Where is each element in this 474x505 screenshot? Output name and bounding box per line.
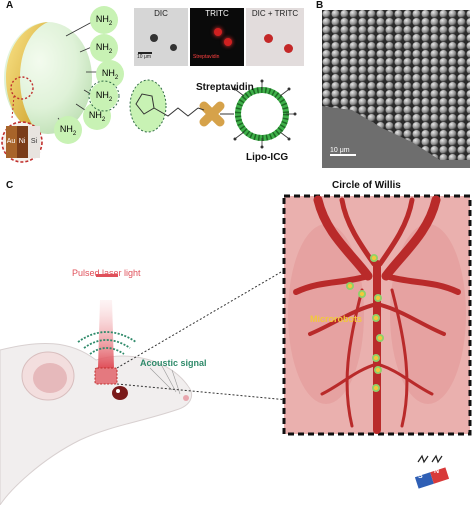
dic-scale-label: 10 μm — [137, 54, 151, 60]
acoustic-waves — [77, 331, 137, 355]
gold-cap — [6, 22, 48, 134]
conjugation-scheme — [129, 79, 297, 149]
particle-sphere — [4, 22, 92, 134]
microrobots-label: Microrobots — [310, 314, 363, 324]
peg-chain — [153, 107, 199, 117]
layer-label-si: Si — [30, 138, 38, 145]
zoom-circle-small — [10, 76, 34, 100]
mouse-illustration — [0, 267, 289, 505]
nh2-label: NH2 — [59, 124, 77, 137]
ni-layer — [17, 126, 28, 158]
nh2-label: NH2 — [95, 90, 113, 103]
dic-micrograph: DIC 10 μm — [134, 8, 188, 66]
panel-label-b: B — [316, 0, 324, 11]
panel-label-c: C — [6, 180, 14, 191]
si-layer — [28, 126, 40, 158]
nh2-label: NH2 — [88, 110, 106, 123]
microrobot-markers — [346, 254, 384, 392]
scale-bar — [138, 52, 152, 54]
merge-label: DIC + TRITC — [251, 9, 299, 18]
acoustic-label: Acoustic signal — [140, 358, 207, 368]
particle-dot — [150, 34, 158, 42]
streptavidin-protein — [199, 101, 225, 127]
nh2-highlight-circle — [88, 80, 120, 112]
nh2-label: NH2 — [95, 42, 113, 55]
zoom-guide-lines — [116, 267, 289, 401]
laser-beam — [98, 300, 114, 368]
merge-micrograph: DIC + TRITC — [246, 8, 304, 66]
panel-label-a: A — [6, 0, 14, 11]
mouse-eye — [112, 386, 128, 400]
dic-label: DIC — [154, 9, 168, 18]
target-region — [94, 367, 118, 385]
layer-label-au: Au — [6, 138, 16, 145]
merged-dot — [284, 44, 293, 53]
tritc-label: TRITC — [205, 9, 229, 18]
laser-source — [96, 274, 118, 277]
fluorescent-dot — [214, 28, 222, 36]
circle-of-willis-title: Circle of Willis — [332, 180, 401, 191]
fluorescent-dot — [224, 38, 232, 46]
biotin-linker-group — [129, 79, 167, 133]
merged-dot — [264, 34, 273, 43]
particle-dot — [170, 44, 177, 51]
sem-micrograph — [322, 10, 470, 168]
au-layer — [6, 126, 17, 158]
lipo-icg-label: Lipo-ICG — [246, 152, 289, 163]
tritc-micrograph: TRITC Streptavidin — [190, 8, 244, 66]
blood-vessels — [293, 195, 461, 434]
sem-scale-bar — [330, 154, 356, 156]
streptavidin-label: Streptavidin — [196, 82, 254, 93]
janus-particle-diagram — [1, 6, 124, 163]
sem-scale-label: 10 μm — [330, 147, 350, 154]
tritc-tag: Streptavidin — [193, 54, 220, 60]
nh2-label: NH2 — [101, 68, 119, 81]
mouse-nose — [183, 395, 189, 401]
magnet-icon — [414, 454, 450, 489]
magnet-s-label: S — [418, 473, 423, 480]
laser-label: Pulsed laser light — [72, 268, 141, 278]
layer-label-ni: Ni — [18, 138, 26, 145]
nh2-label: NH2 — [95, 14, 113, 27]
circle-of-willis-inset — [282, 194, 472, 436]
magnet-n-label: N — [434, 468, 440, 475]
